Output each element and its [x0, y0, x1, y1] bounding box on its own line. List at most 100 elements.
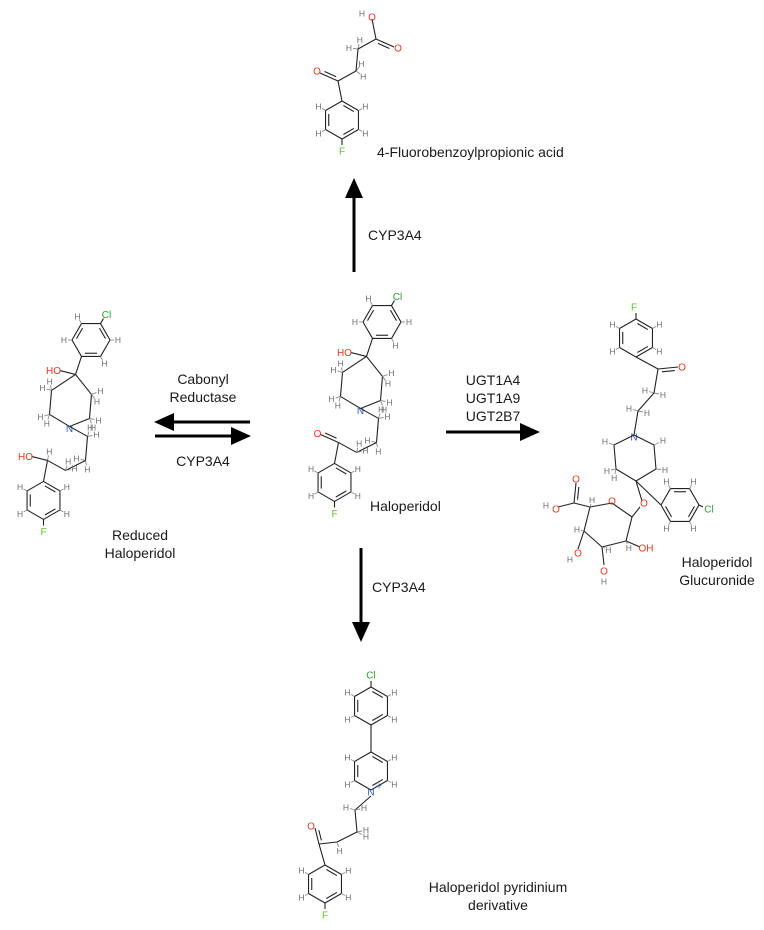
bond — [635, 468, 657, 482]
bond — [608, 442, 615, 446]
bond — [580, 529, 585, 532]
bond-double — [335, 467, 347, 475]
bond-double — [687, 506, 695, 518]
bond — [613, 434, 635, 446]
bond — [100, 339, 111, 357]
bond — [601, 546, 605, 549]
hydrogen-atom: H — [73, 454, 79, 464]
hydrogen-atom: H — [90, 422, 96, 432]
bond — [380, 400, 386, 402]
chlorine-atom: Cl — [366, 671, 375, 682]
hydrogen-atom: H — [642, 385, 648, 395]
bond-double — [343, 127, 355, 135]
hydrogen-atom: H — [299, 866, 305, 876]
bond-double — [372, 778, 384, 786]
hydrogen-atom: H — [406, 317, 412, 327]
bond-double — [372, 756, 384, 764]
compound-label-haloperidol: Haloperidol — [370, 498, 441, 514]
bond-double — [343, 105, 355, 113]
hydrogen-atom: H — [391, 780, 397, 790]
bond-double — [372, 713, 384, 721]
bond — [391, 321, 402, 339]
bond — [342, 355, 367, 373]
bond — [87, 431, 90, 437]
oxygen-atom: O — [313, 67, 321, 78]
bond — [354, 809, 358, 833]
bond — [583, 506, 591, 532]
bond — [354, 715, 372, 726]
hydrogen-atom: H — [328, 394, 334, 404]
bond — [577, 530, 585, 550]
oxygen-atom: O — [368, 13, 376, 24]
bond-double — [661, 369, 675, 373]
bond — [337, 70, 357, 82]
bond — [49, 413, 70, 427]
hydrogen-atom: H — [391, 715, 397, 725]
hydrogen-atom: H — [71, 464, 77, 474]
bond — [611, 502, 633, 518]
hydrogen-atom: H — [610, 347, 616, 357]
bond — [613, 444, 617, 470]
bond — [362, 321, 373, 339]
bond — [74, 356, 83, 375]
bond — [387, 694, 392, 697]
bond — [362, 305, 373, 323]
bond — [350, 715, 355, 718]
bond — [23, 488, 28, 492]
hydrogen-atom: H — [362, 129, 368, 139]
hydrogen-atom: H — [375, 446, 381, 456]
bond — [391, 300, 395, 306]
hydrogen-atom: H — [355, 491, 361, 501]
bond — [698, 504, 704, 508]
bond — [341, 893, 346, 896]
hydroxyl-group: HO — [46, 366, 61, 377]
hydrogen-atom: H — [626, 543, 632, 553]
bond — [652, 347, 657, 350]
hydrogen-atom: H — [605, 545, 611, 555]
bond — [632, 409, 639, 412]
bond — [308, 864, 326, 875]
hydrogen-atom: H — [660, 390, 666, 400]
bond — [85, 460, 87, 466]
bond — [26, 509, 44, 520]
bond — [370, 780, 388, 791]
bond-double — [665, 506, 673, 518]
bond — [589, 502, 613, 508]
bond — [601, 546, 605, 566]
bond — [350, 780, 355, 783]
bond — [65, 459, 86, 471]
bond — [337, 80, 343, 102]
bond — [26, 480, 44, 492]
bond — [47, 459, 66, 471]
bond — [583, 530, 603, 548]
bond — [378, 413, 381, 419]
hydrogen-atom: H — [94, 397, 100, 407]
hydrogen-atom: H — [93, 430, 99, 440]
bond — [366, 356, 383, 377]
bond — [633, 434, 655, 446]
bond — [59, 488, 64, 492]
nitrogen-atom: N — [66, 424, 73, 435]
hydrogen-atom: H — [391, 753, 397, 763]
hydroxyl-group: HO — [337, 348, 352, 359]
hydroxyl-group: OH — [639, 544, 654, 555]
hydrogen-atom: H — [385, 379, 391, 389]
hydrogen-atom: H — [391, 688, 397, 698]
hydrogen-atom: H — [384, 412, 390, 422]
arrow-oxidation-right — [155, 427, 251, 445]
compound-label-acid: 4-Fluorobenzoylpropionic acid — [377, 144, 564, 160]
nitrogen-atom: N — [630, 433, 637, 444]
hydrogen-atom: H — [338, 358, 344, 368]
hydrogen-atom: H — [662, 465, 668, 475]
bond — [358, 129, 363, 132]
hydrogen-atom: H — [567, 555, 573, 565]
bond-double — [44, 485, 56, 493]
bond — [573, 482, 577, 504]
bond-double — [44, 508, 56, 516]
bond — [557, 502, 575, 508]
compound-label-pyridinium-2: derivative — [468, 897, 528, 913]
enzyme-label-up: CYP3A4 — [368, 227, 422, 243]
